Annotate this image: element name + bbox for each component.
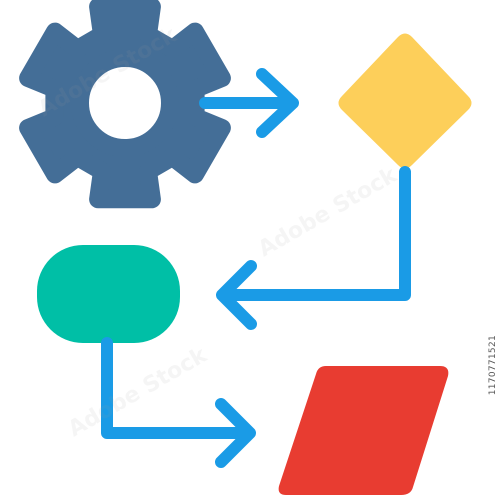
diamond-to-terminator-arrow (216, 166, 411, 330)
diamond-decision-shape (338, 33, 472, 169)
gear-to-diamond-arrow (199, 68, 299, 138)
parallelogram-io-shape (278, 366, 449, 495)
rounded-terminator-shape (37, 245, 180, 343)
gear-icon (19, 0, 231, 209)
arrow-right-icon (199, 68, 299, 138)
arrow-left-icon (216, 166, 411, 330)
gear-shape (19, 0, 231, 209)
stock-id-label: 1170771521 (488, 335, 498, 396)
arrow-right-icon (101, 337, 256, 468)
terminator-to-io-arrow (101, 337, 256, 468)
